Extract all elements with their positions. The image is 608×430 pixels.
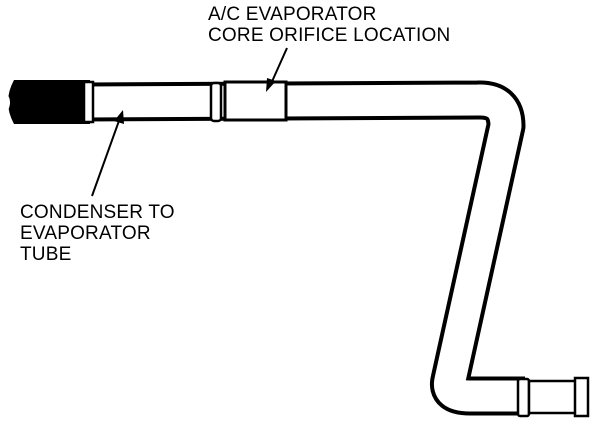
orifice-label-line-1: A/C EVAPORATOR: [208, 4, 377, 25]
orifice-leader-arrow: [266, 47, 288, 92]
orifice-label-line-2: CORE ORIFICE LOCATION: [208, 25, 451, 46]
tube-label-line-2: EVAPORATOR: [20, 223, 151, 244]
orifice-location-label: A/C EVAPORATOR CORE ORIFICE LOCATION: [208, 4, 450, 46]
hose-coupling: [82, 80, 95, 124]
tube-crimp-bead: [209, 81, 223, 123]
orifice-section: [223, 80, 288, 122]
hose-end: [5, 80, 90, 124]
tube-label-line-3: TUBE: [20, 244, 72, 265]
tube-label-line-1: CONDENSER TO: [20, 202, 175, 223]
condenser-tube-label: CONDENSER TO EVAPORATOR TUBE: [20, 202, 175, 265]
tube-leader-arrow: [91, 110, 124, 197]
condenser-to-evaporator-tube: [84, 80, 526, 416]
tube-end-fitting: [516, 376, 590, 418]
